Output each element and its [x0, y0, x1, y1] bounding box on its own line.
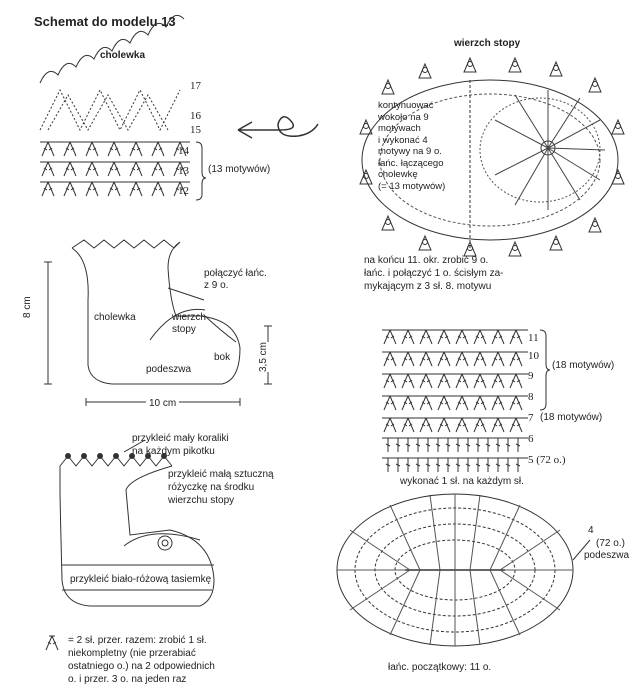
height-dimension: 8 cm — [22, 296, 34, 318]
note-line: na końcu 11. okr. zrobić 9 o. — [364, 255, 489, 266]
note-line: wierzchu stopy — [168, 495, 235, 506]
note-line: ostatniego o.) na 2 odpowiednich — [68, 661, 215, 672]
row-number: 8 — [528, 391, 534, 403]
label-bok: bok — [214, 352, 231, 363]
row-number: 9 — [528, 370, 534, 382]
sole-rows-chart — [382, 329, 551, 473]
note-line: cholewkę — [378, 169, 418, 180]
legend-symbol — [45, 635, 59, 651]
side-dimension: 3,5 cm — [258, 341, 270, 372]
row-number: 16 — [190, 110, 201, 122]
cholewka-motifs-note: (13 motywów) — [208, 164, 271, 175]
sole-label: podeszwa — [584, 550, 630, 561]
note-line: łańc. i połączyć 1 o. ścisłym za- — [364, 268, 504, 279]
note-line: mykającym z 3 sł. 8. motywu — [364, 281, 492, 292]
note-line: o. i przer. 3 o. na jeden raz — [68, 674, 187, 685]
note-line: z 9 o. — [204, 280, 229, 291]
row-number: 5 (72 o.) — [528, 454, 566, 466]
width-dimension: 10 cm — [146, 398, 180, 410]
join-note: połączyć łańc. z 9 o. — [204, 268, 267, 292]
decorated-bootie — [59, 439, 215, 607]
dimension-text: 3,5 cm — [258, 341, 269, 372]
note-line: motywy na 9 o. — [378, 146, 442, 157]
note-line: przykleić małą sztuczną — [168, 469, 274, 480]
row-number: 6 — [528, 433, 534, 445]
row-number: 13 — [178, 165, 189, 177]
wierzch-bottom-note: na końcu 11. okr. zrobić 9 o. łańc. i po… — [364, 254, 504, 293]
row-number: 15 — [190, 124, 201, 136]
row-number: 17 — [190, 80, 201, 92]
legend-text: = 2 sł. przer. razem: zrobić 1 sł. nieko… — [68, 634, 215, 686]
sole-row-mark: 4 — [588, 525, 594, 536]
starting-chain-note: łańc. początkowy: 11 o. — [388, 662, 492, 673]
row-number: 11 — [528, 332, 539, 344]
sole-oval — [336, 493, 591, 647]
note-line: łańc. łączącego — [378, 157, 444, 169]
wierzch-chart — [359, 57, 625, 257]
cholewka-chart — [39, 14, 319, 201]
decoration-note-3: przykleić biało-różową tasiemkę — [68, 574, 214, 586]
label-cholewka: cholewka — [94, 312, 136, 323]
note-line: (= 13 motywów) — [378, 180, 446, 192]
note-line: przykleić mały koraliki — [132, 433, 229, 444]
note-line: i wykonać 4 — [378, 134, 428, 146]
row-number: 14 — [178, 145, 189, 157]
note-line: różyczkę na środku — [168, 482, 255, 493]
note-line: kontynuować — [378, 100, 434, 111]
sole-count: (72 o.) — [596, 538, 625, 549]
row-number: 10 — [528, 350, 539, 362]
note-line: stopy — [172, 324, 196, 335]
note-line: wierzch — [172, 312, 206, 323]
wierzch-chart-label: wierzch stopy — [454, 38, 521, 49]
note-line: = 2 sł. przer. razem: zrobić 1 sł. — [68, 635, 207, 646]
note-line: połączyć łańc. — [204, 268, 267, 279]
cholewka-chart-label: cholewka — [100, 50, 146, 61]
label-wierzch: wierzch stopy — [172, 312, 206, 336]
wierzch-inner-note: kontynuować wokoło na 9 motywach i wykon… — [378, 100, 466, 192]
bootie-outline — [44, 239, 272, 406]
label-podeszwa: podeszwa — [146, 364, 192, 375]
dimension-text: 8 cm — [22, 296, 33, 318]
decoration-note-2: przykleić małą sztuczną różyczkę na środ… — [168, 468, 274, 507]
row-number: 12 — [178, 185, 189, 197]
sole-motifs-note-2: (18 motywów) — [540, 412, 603, 423]
note-line: motywach — [378, 123, 421, 134]
note-line: na każdym pikotku — [132, 446, 215, 457]
row-number: 7 — [528, 412, 534, 424]
sole-motifs-note-1: (18 motywów) — [552, 360, 615, 371]
sole-rows-under-note: wykonać 1 sł. na każdym sł. — [400, 476, 524, 487]
page-title: Schemat do modelu 13 — [34, 14, 176, 29]
decoration-note-1: przykleić mały koraliki na każdym pikotk… — [132, 432, 229, 458]
note-line: niekompletny (nie przerabiać — [68, 648, 196, 659]
note-line: wokoło na 9 — [378, 111, 429, 123]
